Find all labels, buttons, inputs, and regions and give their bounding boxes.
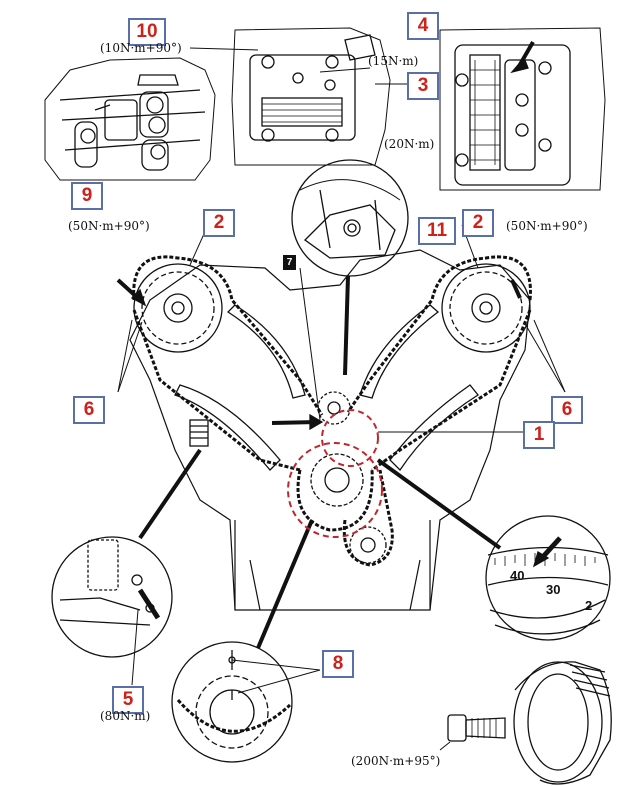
block-bolt [189,419,209,447]
idler-sprocket [317,391,351,425]
callout-4: 4 [407,12,439,40]
timing-chain [132,255,532,567]
scale-label-30: 30 [546,582,561,597]
callout-6-right: 6 [551,396,583,424]
leader-pulley-scale [376,458,502,550]
torque-3: (15N·m) [368,54,419,68]
leader-lines [117,30,566,694]
callout-3: 3 [407,72,439,100]
torque-11: (20N·m) [384,137,435,151]
marker-7: 7 [283,255,296,270]
torque-10: (10N·m+90°) [100,41,182,55]
crank-pulley [513,661,612,785]
torque-2-left: (50N·m+90°) [68,219,150,233]
left-cam-sprocket [133,263,223,353]
highlight-mark [321,409,379,467]
callout-2-right: 2 [462,209,494,237]
callout-1: 1 [523,421,555,449]
inset-degree-scale [485,515,611,641]
callout-8: 8 [322,650,354,678]
lower-sprocket [349,526,387,564]
torque-pulley: (200N·m+95°) [351,754,441,768]
callout-5: 5 [112,686,144,714]
callout-6-left: 6 [73,396,105,424]
inset-tensioner-bolt [291,159,409,277]
inset-cam-cap [231,27,391,166]
right-cam-sprocket [441,263,531,353]
pulley-bolt [447,714,506,742]
highlight-crank [287,442,383,538]
callout-2-left: 2 [203,209,235,237]
inset-crank-mark [171,641,293,763]
callout-11: 11 [418,217,456,245]
scale-label-40: 40 [510,568,525,583]
callout-9: 9 [71,182,103,210]
torque-2-right: (50N·m+90°) [506,219,588,233]
scale-label-2: 2 [585,598,593,613]
leader-bolt-inset [138,448,202,540]
inset-camshaft-bearing [44,57,216,181]
inset-chain-guide [439,27,606,191]
torque-5: (80N·m) [100,709,151,723]
callout-10: 10 [128,18,166,46]
inset-bolt-closeup [51,536,173,658]
chain-guides [174,304,479,472]
crank-sprocket [310,453,364,507]
leader-crank-inset [256,519,314,649]
leader-tensioner [343,275,350,376]
